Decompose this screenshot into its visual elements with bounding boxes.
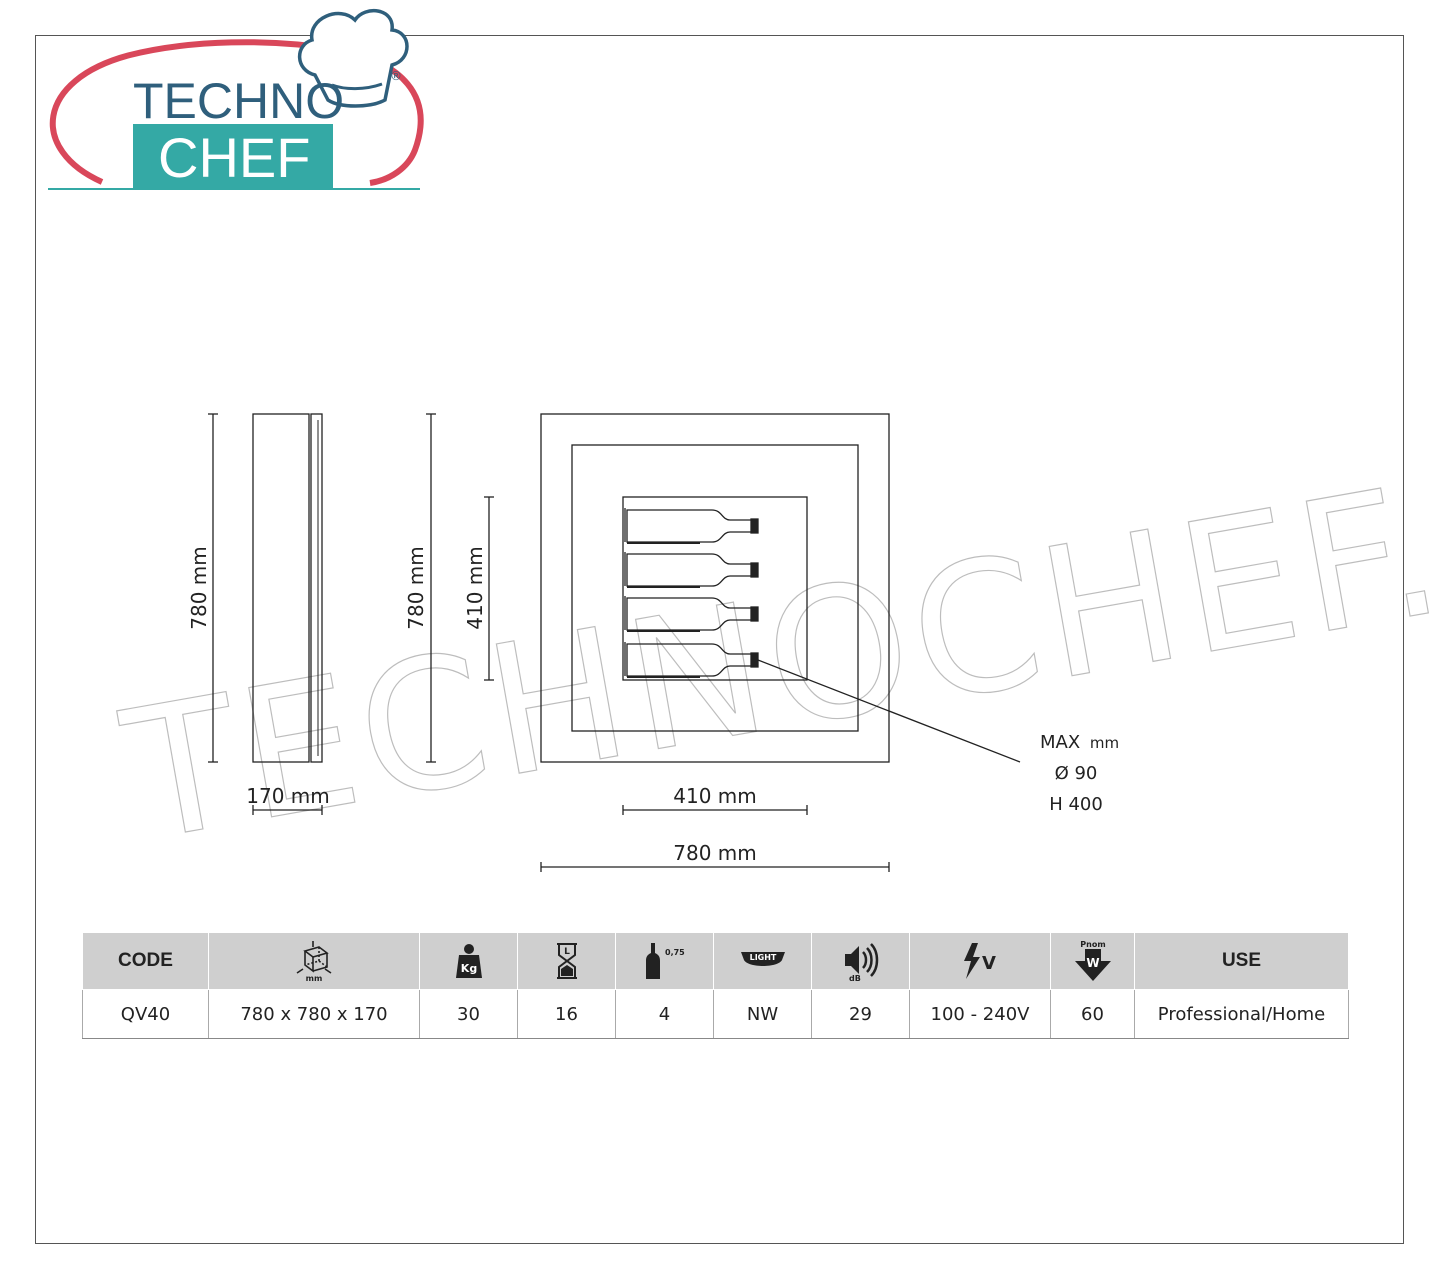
bottle-icon: 0,75 LT [645, 943, 687, 979]
light-label: LIGHT [749, 953, 776, 962]
value-weight: 30 [419, 989, 518, 1039]
front-width-label: 780 mm [673, 841, 757, 865]
logo-registered: ® [390, 69, 402, 83]
logo-line1: TECHNO [133, 73, 344, 129]
side-view-panel [310, 413, 323, 763]
spec-header-row: CODE mm Kg [82, 932, 1349, 990]
value-voltage: 100 - 240V [909, 989, 1051, 1039]
header-code: CODE [82, 932, 209, 990]
header-weight: Kg [419, 932, 518, 990]
header-light: LIGHT [713, 932, 812, 990]
noise-unit: dB [849, 974, 861, 982]
bottles-label: 0,75 LT [665, 948, 687, 957]
dimensions-unit: mm [306, 974, 323, 983]
bottle-max-height: H 400 [1049, 794, 1103, 815]
bottle [624, 642, 759, 678]
bottle [624, 596, 759, 632]
bottle-leader-line [757, 659, 1021, 763]
bottle [624, 552, 759, 588]
voltage-unit: V [982, 953, 996, 974]
header-noise: dB [811, 932, 910, 990]
value-bottles: 4 [615, 989, 714, 1039]
front-view-outer [540, 413, 890, 763]
bottle-max-diameter: Ø 90 [1055, 763, 1098, 784]
weight-icon: Kg [455, 944, 482, 978]
hourglass-capacity-icon: L [556, 943, 577, 979]
header-use: USE [1134, 932, 1349, 990]
header-power: Pnom W [1050, 932, 1135, 990]
page-frame [35, 35, 1404, 1244]
side-view-body [252, 413, 310, 763]
bottle-max-title: MAX [1040, 732, 1080, 753]
front-view-frame [571, 444, 859, 732]
capacity-unit: L [564, 947, 570, 957]
logo-line2: CHEF [158, 126, 310, 189]
front-view-cavity [622, 496, 808, 681]
bottle-max-label: MAX mm [1040, 732, 1119, 753]
technochef-logo: ® TECHNO CHEF [48, 9, 424, 190]
value-noise: 29 [811, 989, 910, 1039]
spec-value-row: QV40 780 x 780 x 170 30 16 4 NW 29 100 -… [82, 989, 1349, 1039]
side-height-label: 780 mm [187, 546, 211, 630]
value-code: QV40 [82, 989, 209, 1039]
dimensions-icon: mm [296, 941, 332, 983]
watermark-text: TECHNOCHEF.IT [110, 415, 1440, 883]
front-height-label: 780 mm [404, 546, 428, 630]
power-top: Pnom [1080, 940, 1105, 949]
value-power: 60 [1050, 989, 1135, 1039]
bottle-max-unit: mm [1090, 734, 1119, 752]
logo-chef-band [133, 124, 333, 188]
header-bottles: 0,75 LT [615, 932, 714, 990]
bottle-rack [624, 508, 759, 678]
header-voltage: V [909, 932, 1051, 990]
light-icon: LIGHT [740, 952, 785, 966]
side-depth-label: 170 mm [246, 784, 330, 808]
inner-width-label: 410 mm [673, 784, 757, 808]
sound-icon: dB [844, 943, 878, 982]
technical-drawing: TECHNOCHEF.IT [110, 413, 1440, 883]
weight-unit: Kg [460, 962, 476, 975]
header-dimensions: mm [208, 932, 420, 990]
value-capacity: 16 [517, 989, 616, 1039]
header-capacity: L [517, 932, 616, 990]
voltage-icon: V [964, 943, 996, 979]
power-unit: W [1086, 956, 1099, 970]
chef-hat-icon [297, 9, 409, 108]
bottle [624, 508, 759, 544]
inner-height-label: 410 mm [463, 546, 487, 630]
value-dimensions: 780 x 780 x 170 [208, 989, 420, 1039]
value-use: Professional/Home [1134, 989, 1349, 1039]
power-icon: Pnom W [1074, 940, 1111, 981]
spec-table: CODE mm Kg [82, 932, 1349, 1039]
value-light: NW [713, 989, 812, 1039]
